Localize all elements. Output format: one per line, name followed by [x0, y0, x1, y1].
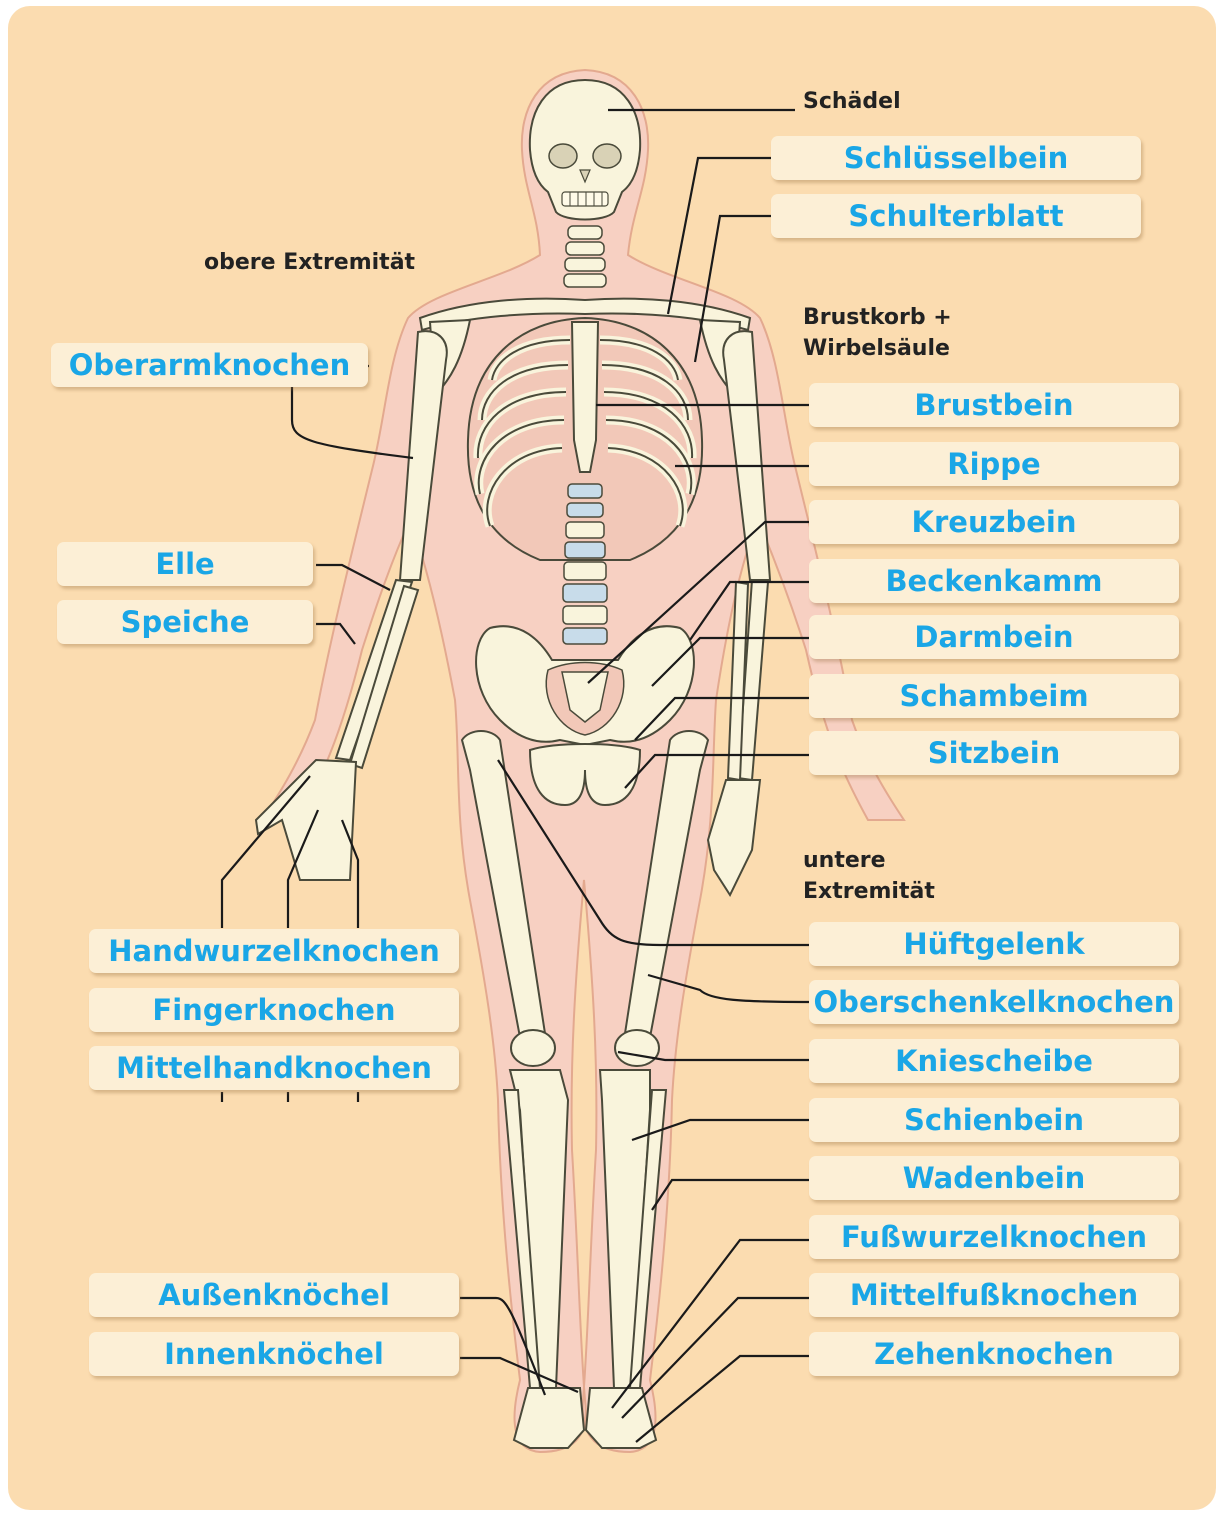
- label-box-oberarmknochen: Oberarmknochen: [51, 343, 368, 387]
- label-lower-line2: Extremität: [803, 876, 935, 907]
- label-box-mittelfussknochen: Mittelfußknochen: [809, 1273, 1179, 1317]
- label-box-brustbein: Brustbein: [809, 383, 1179, 427]
- label-box-innenknoechel: Innenknöchel: [89, 1332, 459, 1376]
- label-box-fusswurzelknochen: Fußwurzelknochen: [809, 1215, 1179, 1259]
- label-skull: Schädel: [803, 86, 901, 117]
- label-box-oberschenkelknochen: Oberschenkelknochen: [809, 980, 1179, 1024]
- label-box-elle: Elle: [57, 542, 313, 586]
- label-box-fingerknochen: Fingerknochen: [89, 988, 459, 1032]
- label-box-wadenbein: Wadenbein: [809, 1156, 1179, 1200]
- label-box-aussenknoechel: Außenknöchel: [89, 1273, 459, 1317]
- label-upper-extremity: obere Extremität: [204, 247, 415, 278]
- label-box-speiche: Speiche: [57, 600, 313, 644]
- label-box-rippe: Rippe: [809, 442, 1179, 486]
- label-box-darmbein: Darmbein: [809, 615, 1179, 659]
- label-box-hueftgelenk: Hüftgelenk: [809, 922, 1179, 966]
- label-box-handwurzelknochen: Handwurzelknochen: [89, 929, 459, 973]
- lumbar-spine: [563, 484, 607, 644]
- label-box-schulterblatt: Schulterblatt: [771, 194, 1141, 238]
- label-box-kniescheibe: Kniescheibe: [809, 1039, 1179, 1083]
- label-box-beckenkamm: Beckenkamm: [809, 559, 1179, 603]
- label-box-zehenknochen: Zehenknochen: [809, 1332, 1179, 1376]
- label-lower-line1: untere: [803, 845, 886, 876]
- label-box-schluesselbein: Schlüsselbein: [771, 136, 1141, 180]
- label-box-schambeim: Schambeim: [809, 674, 1179, 718]
- sternum: [572, 322, 598, 472]
- label-box-sitzbein: Sitzbein: [809, 731, 1179, 775]
- label-thorax-line1: Brustkorb +: [803, 302, 952, 333]
- label-box-schienbein: Schienbein: [809, 1098, 1179, 1142]
- label-box-kreuzbein: Kreuzbein: [809, 500, 1179, 544]
- label-box-mittelhandknochen: Mittelhandknochen: [89, 1046, 459, 1090]
- label-thorax-line2: Wirbelsäule: [803, 333, 950, 364]
